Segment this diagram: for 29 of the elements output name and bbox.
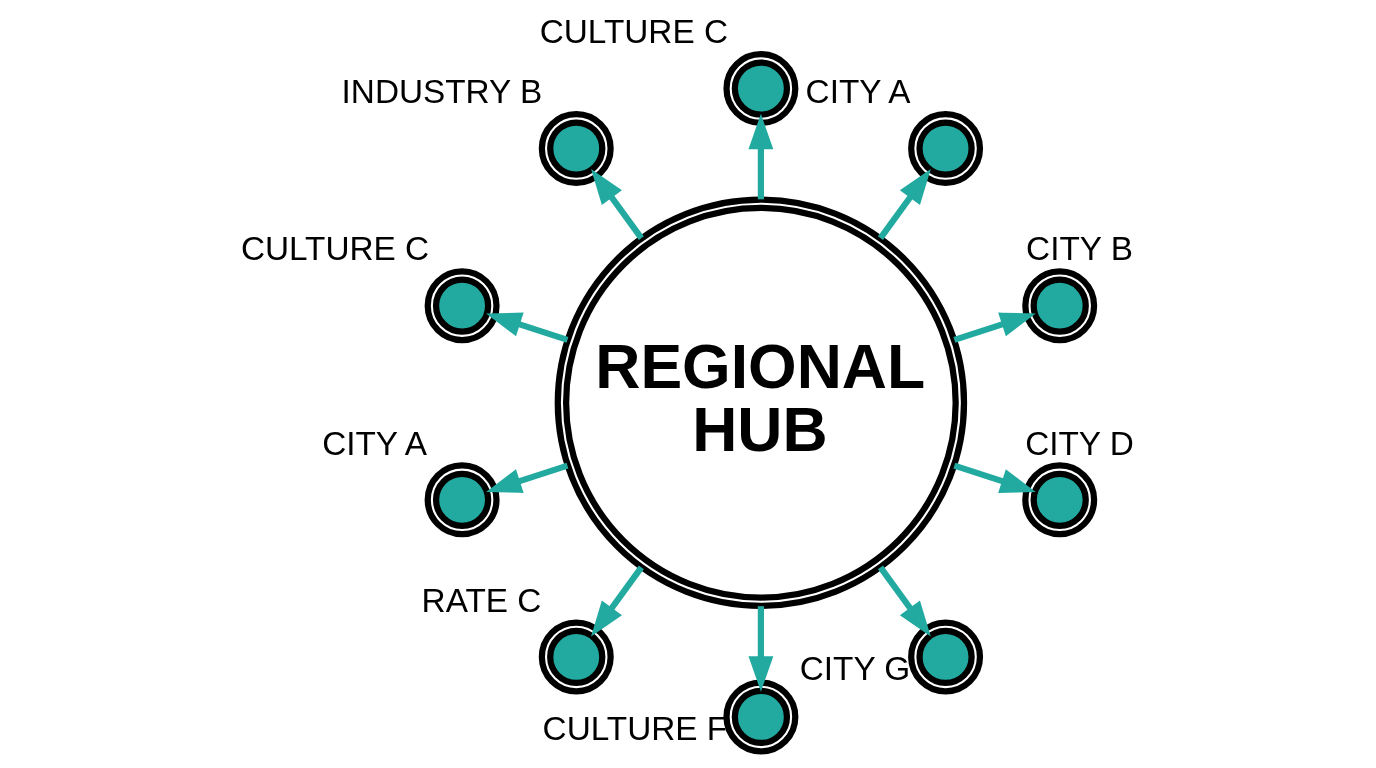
- node-circle: [424, 268, 500, 344]
- arrow: [953, 462, 1036, 493]
- node-label: CITY D: [1025, 424, 1134, 462]
- arrow: [486, 312, 569, 343]
- node-circle: [538, 111, 614, 187]
- node-label: CITY G: [799, 650, 911, 688]
- arrow: [591, 565, 644, 637]
- node-label: CITY A: [322, 424, 428, 462]
- arrow: [486, 462, 569, 493]
- node-circle: [1022, 268, 1098, 344]
- node-circle: [1022, 462, 1098, 538]
- node-circle: [908, 619, 984, 695]
- node-circle: [723, 51, 799, 127]
- node-circle: [538, 619, 614, 695]
- arrow: [953, 312, 1036, 343]
- node-label: CULTURE C: [539, 13, 728, 51]
- node-circle: [908, 111, 984, 187]
- node-circle: [424, 462, 500, 538]
- arrow: [877, 168, 931, 241]
- node-label: CULTURE C: [240, 230, 430, 268]
- node-label: CITY A: [805, 73, 911, 111]
- node-label: RATE C: [421, 581, 542, 619]
- node-label: CULTURE F: [542, 710, 728, 748]
- arrow: [591, 168, 644, 241]
- arrow: [877, 565, 931, 637]
- arrow: [748, 113, 774, 200]
- arrow: [748, 606, 774, 692]
- node-label: CITY B: [1026, 230, 1133, 268]
- node-label: INDUSTRY B: [341, 73, 543, 111]
